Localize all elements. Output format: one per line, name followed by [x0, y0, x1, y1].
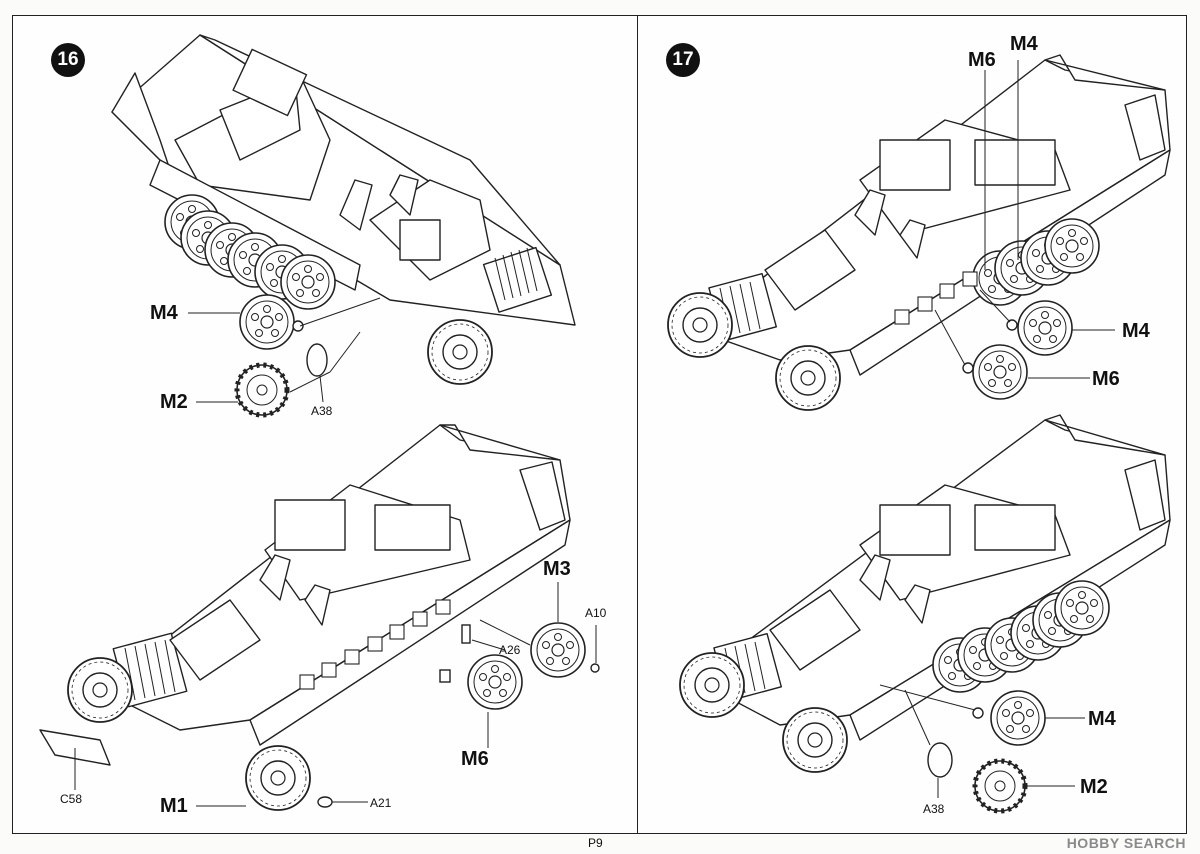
part-label-m2: M2: [160, 391, 188, 413]
part-label-a38: A38: [311, 404, 333, 418]
s16-top-vehicle: [111, 34, 576, 326]
step-17-badge: 17: [666, 43, 700, 77]
part-label-m6: M6: [968, 49, 996, 71]
s16-bot-leaders: [74, 582, 597, 807]
s17-top-sockets: [894, 271, 978, 325]
s16-top-parts: [237, 294, 328, 415]
part-label-c58: C58: [60, 792, 83, 806]
part-label-a26: A26: [499, 643, 521, 657]
s17-top-vehicle: [694, 54, 1171, 376]
s16-bot-sockets: [299, 599, 451, 690]
s17-bot-parts: [927, 690, 1046, 811]
part-label-m6: M6: [1092, 368, 1120, 390]
part-label-a38: A38: [923, 802, 945, 816]
s17-top-parts: [962, 300, 1073, 400]
part-label-a21: A21: [370, 796, 392, 810]
s17-bot-leaders: [879, 684, 1085, 798]
watermark: HOBBY SEARCH: [1066, 835, 1186, 851]
s17-bot-vehicle: [694, 414, 1171, 741]
part-label-m4: M4: [150, 302, 178, 324]
part-label-m2: M2: [1080, 776, 1108, 798]
part-label-m6: M6: [461, 748, 489, 770]
s16-bot-vehicle: [39, 424, 571, 766]
s16-top-leaders: [188, 297, 381, 403]
s17-top-leaders: [934, 60, 1115, 379]
page-number: P9: [588, 836, 603, 850]
part-label-m1: M1: [160, 795, 188, 817]
part-label-m4: M4: [1088, 708, 1116, 730]
part-label-a10: A10: [585, 606, 607, 620]
step-16-badge: 16: [51, 43, 85, 77]
part-label-m4: M4: [1122, 320, 1150, 342]
part-label-m4: M4: [1010, 33, 1038, 55]
part-label-m3: M3: [543, 558, 571, 580]
